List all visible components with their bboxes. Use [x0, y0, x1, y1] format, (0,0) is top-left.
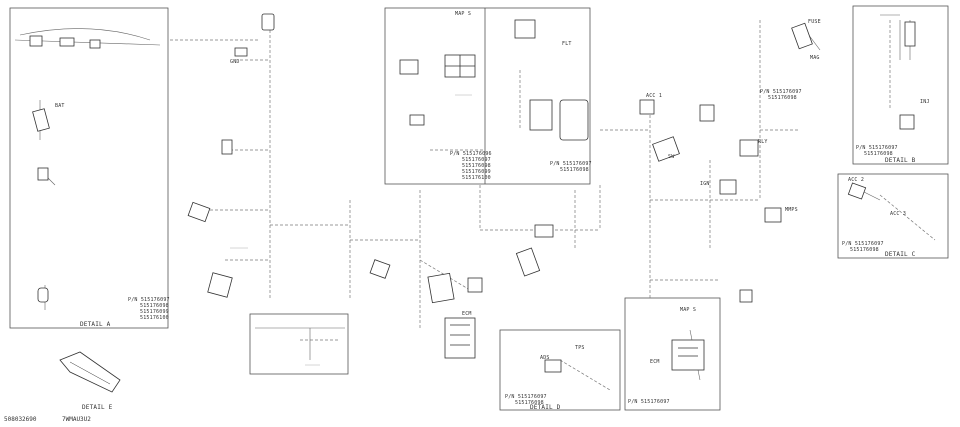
label-sw: SW [668, 154, 675, 160]
detail-frame-right-mid [837, 173, 949, 259]
connector-right-mid-1 [847, 182, 867, 200]
label-fuse: FUSE [808, 19, 821, 25]
connector-left-lower [37, 167, 49, 181]
pn-center-right-0: P/N 515176097 [550, 161, 592, 167]
label-detail-b: DETAIL B [885, 157, 916, 164]
label-acc1: ACC 1 [646, 93, 663, 99]
pn-right-mid-1: 515176098 [850, 247, 879, 253]
connector-right-6 [764, 207, 782, 223]
pn-center-top-1: 515176097 [462, 157, 491, 163]
pn-right-mid-0: P/N 515176097 [842, 241, 884, 247]
pn-center-top-2: 515176098 [462, 163, 491, 169]
connector-right-box-1 [904, 21, 916, 47]
label-inj: INJ [920, 99, 930, 105]
label-acc3: ACC 3 [890, 211, 907, 217]
ecm-block [427, 272, 476, 359]
pn-left-0: P/N 515176097 [128, 297, 170, 303]
pn-center-top-3: 515176099 [462, 169, 491, 175]
pn-bottom-right-0: P/N 515176097 [628, 399, 670, 405]
connector-far-right-top [791, 22, 813, 50]
connector-right-5 [719, 179, 737, 195]
connector-mid-left-1 [234, 47, 248, 57]
label-bat: BAT [55, 103, 65, 109]
connector-right-7 [739, 289, 753, 303]
label-tps: TPS [575, 345, 585, 351]
label-ecm2: ECM [650, 359, 660, 365]
pn-right-box-1: 515176098 [864, 151, 893, 157]
label-ign: IGN [700, 181, 710, 187]
detail-frame-left [9, 7, 169, 329]
connector-bottom-center-2 [534, 224, 554, 238]
pn-right-top-1: 515176098 [768, 95, 797, 101]
sensor-top-mid [261, 13, 275, 31]
map-sensor-connector [399, 59, 419, 75]
pn-center-top-0: P/N 515176096 [450, 151, 492, 157]
detail-frame-center-top [384, 7, 591, 185]
pn-bottom-1: 515176098 [515, 400, 544, 406]
label-detail-c: DETAIL C [885, 251, 916, 258]
connector-right-1 [639, 99, 655, 115]
label-flt: FLT [562, 41, 572, 47]
label-detail-a: DETAIL A [80, 321, 111, 328]
pn-left-3: 515176100 [140, 315, 169, 321]
detail-frame-bottom-mid [499, 329, 621, 411]
connector-mid-left-4 [207, 272, 233, 298]
sensor-center-small [409, 114, 425, 126]
pn-bottom-0: P/N 515176097 [505, 394, 547, 400]
label-acc2: ACC 2 [848, 177, 865, 183]
label-ecm: ECM [462, 311, 472, 317]
connector-top-right-inner [514, 19, 536, 39]
pn-right-box-0: P/N 515176097 [856, 145, 898, 151]
detail-e-part [59, 351, 121, 393]
connector-right-box-2 [899, 114, 915, 130]
label-mmps: MMPS [785, 207, 798, 213]
detail-frame-right-top [852, 5, 949, 165]
pn-left-1: 515176098 [140, 303, 169, 309]
fuse-left-bottom [37, 287, 49, 303]
detail-frame-bottom-right [624, 297, 721, 411]
pn-center-right-1: 515176098 [560, 167, 589, 173]
map-sensor-box [444, 54, 476, 78]
connector-right-2 [652, 136, 680, 162]
label-map-s2: MAP S [680, 307, 697, 313]
pn-left-2: 515176099 [140, 309, 169, 315]
map-sensor-lower [671, 339, 705, 371]
connector-bottom-center-3 [544, 359, 562, 373]
label-rly: RLY [758, 139, 768, 145]
connector-right-3 [699, 104, 715, 122]
label-map-s: MAP S [455, 11, 472, 17]
ecu-module-right [529, 99, 589, 141]
connector-bottom-center-1 [515, 247, 541, 277]
connector-center-2 [467, 277, 483, 293]
connector-mid-left-3 [187, 201, 211, 223]
reference-code: 508032690 [4, 416, 37, 423]
label-detail-d: DETAIL D [530, 404, 561, 411]
connector-left-top [29, 35, 101, 49]
label-ads: ADS [540, 355, 550, 361]
connector-center-1 [369, 259, 391, 279]
connector-mid-left-2 [221, 139, 233, 155]
label-gnd: GND [230, 59, 240, 65]
detail-frame-bottom-left [249, 313, 349, 375]
drawing-code: 7WMAU3U2 [62, 416, 91, 423]
pn-right-top-0: P/N 515176097 [760, 89, 802, 95]
connector-left-mid [32, 108, 50, 132]
label-detail-e: DETAIL E [82, 404, 113, 411]
pn-center-top-4: 515176100 [462, 175, 491, 181]
connector-right-4 [739, 139, 759, 157]
label-mag: MAG [810, 55, 820, 61]
